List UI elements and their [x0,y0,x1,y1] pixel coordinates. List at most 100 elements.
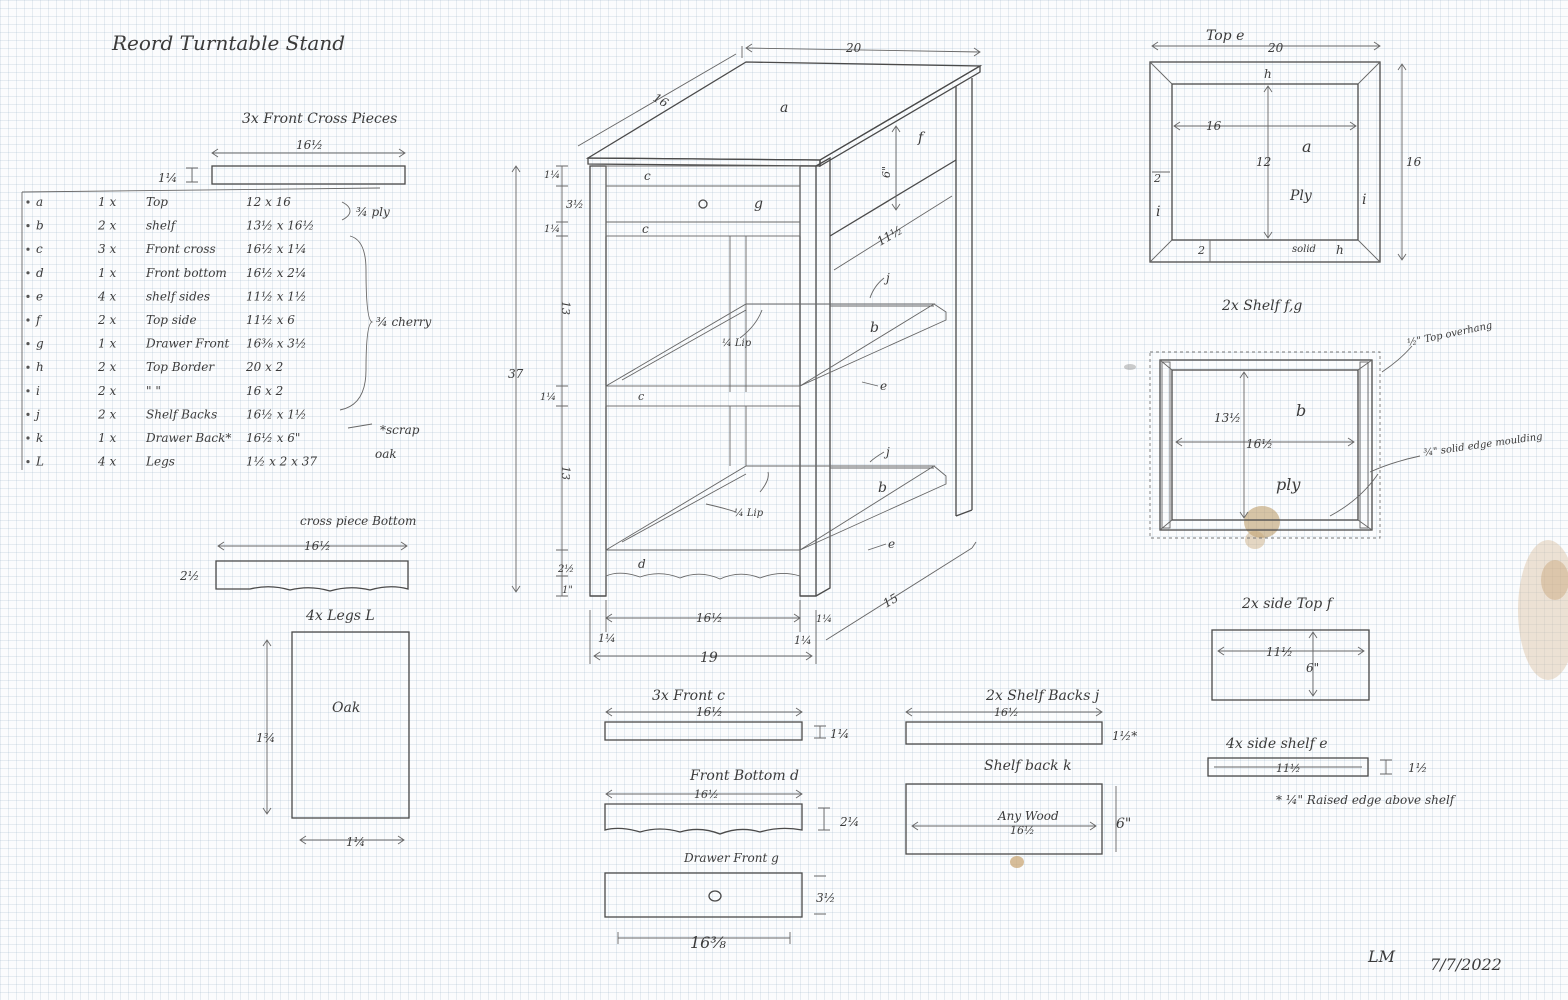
cut-list-bullet [26,436,30,440]
cut-list-size: 12 x 16 [246,195,291,209]
top-view-label-a: a [1302,137,1312,156]
cut-list-qty: 2 x [97,407,116,421]
note-ply: ¾ ply [356,205,390,219]
cross-pieces-title: 3x Front Cross Pieces [242,111,397,127]
cut-list-bullet [26,318,30,322]
iso-h-drawer: 3½ [566,198,584,211]
shelf-back-title: Shelf back k [984,758,1072,774]
cut-list-size: 16½ x 2¼ [246,266,307,280]
cut-list-part: shelf sides [146,289,210,303]
iso-h-shelf2: 13 [559,466,572,480]
front-bottom-title: Front Bottom d [689,768,799,784]
iso-inner-width: 16½ [696,611,723,625]
iso-top-depth: 16 [651,90,672,110]
cross-pieces-height: 1¼ [158,171,177,185]
shelf-back-material: Any Wood [997,809,1059,823]
iso-b-upper: b [870,320,879,336]
cut-list-part: Legs [145,455,175,469]
cut-list-id: g [36,337,44,351]
top-view: Top e 20 16 16 12 a Ply 2 2 h h i i soli… [1149,28,1422,263]
cut-list-size: 1½ x 2 x 37 [246,455,317,469]
cut-list-qty: 2 x [97,219,116,233]
cut-list-qty: 4 x [97,455,116,469]
shelf-view-moulding: ¾" solid edge moulding [1423,431,1543,459]
top-view-border2: 2 [1197,244,1205,257]
cut-list-bullet [26,247,30,251]
cut-list-size: 16⅜ x 3½ [246,337,307,351]
iso-lip-upper: ¼ Lip [722,338,752,349]
iso-top-width: 20 [845,41,862,55]
iso-h-shelf1: 13 [559,301,572,315]
cut-list-bullet [26,460,30,464]
cut-list-size: 16½ x 1¼ [246,242,307,256]
cut-list-id: i [36,384,40,398]
top-view-h-bottom: h [1336,243,1344,257]
cut-list-qty: 1 x [98,266,116,280]
cut-list-id: L [35,455,44,469]
shelf-view-ply: ply [1276,475,1301,494]
cut-list-part: Top Border [146,360,215,374]
legs-sketch: 4x Legs L Oak 1¾ 1¼ [256,608,410,849]
top-view-width: 20 [1267,41,1284,55]
side-shelf-sketch: 4x side shelf e 11½ 1½ * ¼" Raised edge … [1207,736,1457,807]
cut-list-size: 16½ x 1½ [246,407,307,421]
cut-list-qty: 2 x [97,384,116,398]
cut-list-part: Drawer Front [145,337,229,351]
iso-e-lower: e [888,537,895,551]
signature: LM 7/7/2022 [1367,947,1502,974]
drawer-front-height: 3½ [816,891,835,905]
note-scrap: *scrap [380,423,420,437]
top-view-title: Top e [1206,28,1244,44]
cut-list-qty: 2 x [97,313,116,327]
top-view-i-right: i [1362,192,1366,208]
drawer-front-sketch: Drawer Front g 3½ 16⅜ [604,851,835,952]
front-c-sketch: 3x Front c 16½ 1¼ [604,688,849,741]
cut-list-qty: 1 x [98,195,116,209]
cut-list-size: 20 x 2 [245,360,283,374]
top-view-inner-depth: 12 [1256,155,1271,169]
cut-list-id: c [36,242,43,256]
top-view-h-top: h [1264,67,1272,81]
cut-list-part: shelf [146,219,178,233]
cut-list-size: 13½ x 16½ [246,219,314,233]
iso-depth-leg: 1¼ [816,614,832,625]
legs-material: Oak [332,700,360,716]
shelf-backs-length: 16½ [994,706,1019,719]
cut-list-qty: 4 x [97,289,116,303]
raised-edge-note: * ¼" Raised edge above shelf [1276,793,1457,807]
cut-list-part: Drawer Back* [145,431,231,445]
shelf-back-sketch: Shelf back k Any Wood 16½ 6" [905,758,1131,855]
shelf-view-label-b: b [1296,401,1306,420]
cross-bottom-sketch: cross piece Bottom 16½ 2½ [179,514,416,592]
iso-leg-right: 1¼ [794,634,812,647]
side-shelf-height: 1½ [1408,761,1427,775]
cross-bottom-length: 16½ [304,539,331,553]
side-top-title: 2x side Top f [1241,596,1335,612]
shelf-back-height: 6" [1116,816,1131,832]
cut-list-qty: 1 x [98,431,116,445]
iso-side-height: 6" [880,166,893,178]
shelf-view: 2x Shelf f,g 13½ 16½ b ply ½" Top overha… [1149,298,1543,539]
shelf-view-depth: 13½ [1214,411,1241,425]
cut-list-id: j [33,407,40,421]
cut-list-id: a [36,195,43,209]
iso-b-lower: b [878,480,887,496]
iso-label-a: a [780,100,788,116]
shelf-backs-height: 1½* [1112,729,1137,743]
front-c-title: 3x Front c [652,688,725,704]
cut-list-bullet [26,224,30,228]
cut-list-id: d [36,266,44,280]
cut-list-id: e [36,289,43,303]
cut-list-id: k [36,431,43,445]
isometric-stand: 20 16 a f 6" 11½ c g c c j b e ¼ Lip j b… [508,41,983,666]
signature-date: 7/7/2022 [1430,955,1502,974]
